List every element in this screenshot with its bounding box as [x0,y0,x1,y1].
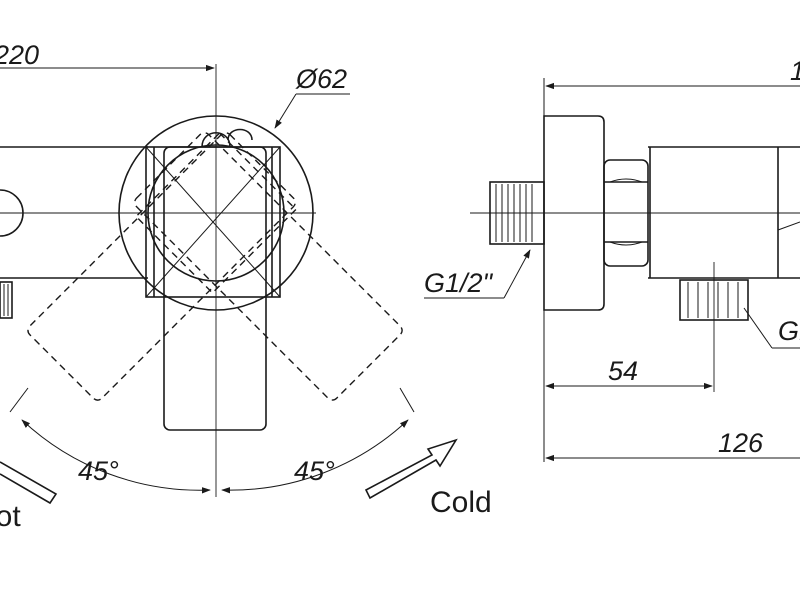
angle-right-label: 45° [294,456,335,486]
dim-outlet-offset: 54 [545,356,713,390]
dim-total-label: 150 [790,56,800,86]
dim-outlet-thread: G1/2" [743,307,800,349]
side-view: 150 G1/2" G1/2" 54 126 [424,56,800,462]
dim-width-label: 220 [0,40,39,70]
dim-outlet-offset-label: 54 [608,356,638,386]
dim-inlet-thread-label: G1/2" [424,268,494,298]
hot-label: Hot [0,500,21,533]
hidden-square [135,132,297,294]
side-centerlines [470,212,800,392]
front-centerlines [0,64,316,497]
dim-body-length: 126 [545,428,800,462]
angle-dim-right: 45° [221,387,415,494]
handle-ghost-right [134,132,403,401]
wall-flange [543,115,605,311]
hot-arrow-icon [0,461,58,505]
dim-handle-dia: Ø62 [274,64,350,129]
dim-outlet-thread-label: G1/2" [778,316,800,346]
handle-ghost-left [27,132,296,401]
front-view: 220 Ø62 45° 45° Hot Cold [0,40,492,533]
left-outlet-nipple [0,281,13,319]
cold-arrow-icon [364,438,458,500]
dim-body-length-label: 126 [718,428,764,458]
mixer-body [0,146,148,279]
dim-inlet-thread: G1/2" [424,249,531,299]
angle-left-label: 45° [78,456,119,486]
side-body [648,146,800,279]
angle-dim-left: 45° [9,387,211,494]
dim-total: 150 [545,56,800,90]
dim-width: 220 [0,40,215,72]
dim-handle-dia-label: Ø62 [295,64,347,94]
handle-lever [163,146,267,431]
cold-label: Cold [430,486,492,519]
